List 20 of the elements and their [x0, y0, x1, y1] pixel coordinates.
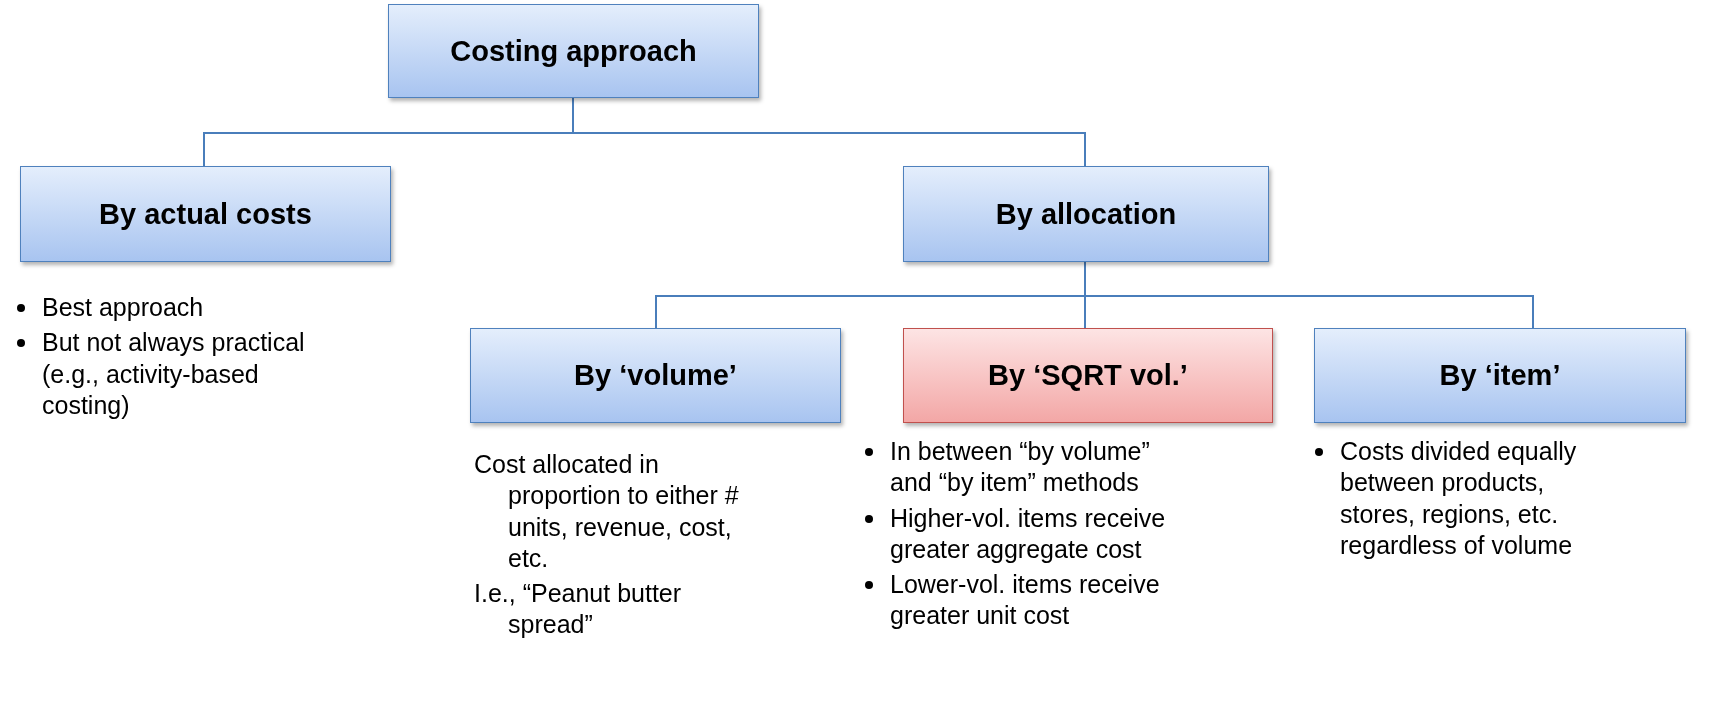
bullet-text: Costs divided equally between products, stores, regions, etc. regardless of volume: [1340, 437, 1577, 559]
box-heading: By allocation: [995, 197, 1177, 231]
category-box: [1314, 328, 1686, 423]
box-heading: By ‘item’: [1439, 359, 1561, 392]
category-box: [388, 4, 759, 98]
category-box: [903, 166, 1269, 262]
note-text: I.e., “Peanut butter spread”: [474, 579, 682, 639]
bullet-text: Higher-vol. items receive greater aggregate cost: [890, 503, 1166, 563]
bullet-text: Best approach: [42, 293, 204, 321]
box-heading: By ‘SQRT vol.’: [988, 359, 1188, 392]
box-heading: By ‘volume’: [574, 359, 737, 392]
category-box: [903, 328, 1273, 423]
box-heading: Costing approach: [450, 34, 697, 68]
bullet-text: But not always practical (e.g., activity-based costing): [42, 328, 305, 419]
category-box: [20, 166, 391, 262]
bullet-text: Lower-vol. items receive greater unit cost: [890, 570, 1160, 630]
category-box: [470, 328, 841, 423]
bullet-text: In between “by volume” and “by item” methods: [890, 437, 1150, 497]
box-heading: By actual costs: [99, 197, 312, 231]
note-text: Cost allocated in proportion to either # units, revenue, cost, etc.: [474, 450, 739, 572]
